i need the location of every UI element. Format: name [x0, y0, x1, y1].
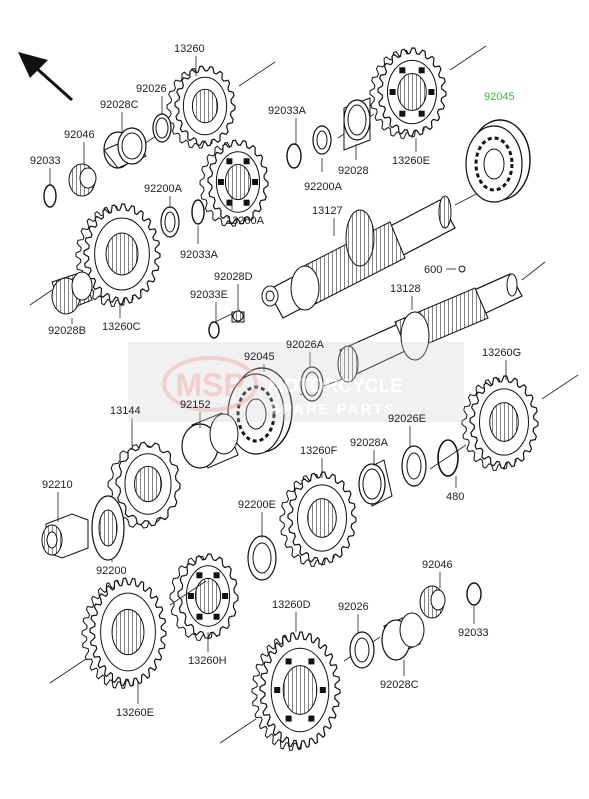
gear-13260A[interactable] [199, 139, 269, 227]
part-labels: 13260 92026 92028C 92046 92033 92033A 92… [30, 43, 521, 719]
label-13260F[interactable]: 13260F [300, 445, 338, 457]
label-92028C-bot[interactable]: 92028C [380, 679, 419, 691]
label-92045-top[interactable]: 92045 [484, 91, 515, 103]
label-92026-top[interactable]: 92026 [136, 83, 167, 95]
label-92028A[interactable]: 92028A [350, 437, 389, 449]
label-13260C[interactable]: 13260C [102, 321, 141, 333]
label-92033-top[interactable]: 92033 [30, 155, 61, 167]
label-92046-top[interactable]: 92046 [64, 129, 95, 141]
washer-92026-bot[interactable] [349, 631, 375, 669]
washer-92026E[interactable] [401, 445, 427, 487]
label-13260H[interactable]: 13260H [188, 655, 227, 667]
label-92033E[interactable]: 92033E [190, 289, 228, 301]
label-92026E[interactable]: 92026E [388, 413, 426, 425]
gear-13260E-top[interactable] [337, 45, 487, 139]
gear-13260H[interactable] [169, 553, 239, 641]
label-92033A-top[interactable]: 92033A [268, 105, 307, 117]
gear-13260E-bot[interactable] [49, 577, 207, 689]
label-92210[interactable]: 92210 [42, 479, 73, 491]
gear-13260F[interactable] [279, 471, 357, 567]
sleeve-92028D[interactable] [231, 310, 245, 323]
clip-92033E[interactable] [208, 321, 220, 339]
label-480[interactable]: 480 [446, 491, 464, 503]
ball-bearing-92045-top[interactable] [465, 119, 531, 203]
gear-13260-top[interactable] [134, 61, 276, 151]
needle-bearing-92046-top[interactable] [68, 163, 97, 197]
bushing-92028[interactable] [343, 97, 371, 151]
collar-92152[interactable] [181, 412, 239, 469]
shaft-13127[interactable] [214, 191, 481, 323]
gear-13144-sprocket[interactable] [107, 441, 181, 529]
label-92028[interactable]: 92028 [338, 165, 369, 177]
watermark-logo: MSP [175, 367, 244, 403]
circlip-480[interactable] [437, 439, 459, 477]
label-92033A-mid[interactable]: 92033A [180, 249, 219, 261]
label-13260D[interactable]: 13260D [272, 599, 311, 611]
clip-92033-top[interactable] [43, 184, 57, 208]
clip-92033-bot[interactable] [466, 582, 482, 606]
washer-92200E[interactable] [247, 535, 277, 581]
clip-92033A-top[interactable] [286, 143, 302, 169]
clip-92033A-mid[interactable] [191, 199, 205, 225]
bushing-92028A[interactable] [358, 459, 393, 507]
label-13260E-top[interactable]: 13260E [392, 155, 430, 167]
bushing-92028C-top[interactable] [103, 127, 147, 169]
washer-92200A-top[interactable] [312, 125, 332, 155]
label-92152[interactable]: 92152 [180, 399, 211, 411]
washer-92026A[interactable] [300, 366, 324, 402]
watermark-line2: SPARE PARTS [270, 401, 396, 418]
label-92028B[interactable]: 92028B [48, 325, 86, 337]
nut-92210[interactable] [41, 513, 89, 559]
label-92046-bot[interactable]: 92046 [422, 559, 453, 571]
washer-92026-top[interactable] [152, 113, 172, 143]
label-92026A[interactable]: 92026A [286, 339, 325, 351]
needle-bearing-92046-bot[interactable] [419, 585, 446, 619]
label-92028C-top[interactable]: 92028C [100, 99, 139, 111]
label-13260-top[interactable]: 13260 [174, 43, 205, 55]
label-13127[interactable]: 13127 [312, 205, 343, 217]
label-13260E-bot[interactable]: 13260E [116, 707, 154, 719]
gear-13260D[interactable] [219, 631, 381, 751]
label-92200A-mid[interactable]: 92200A [144, 183, 183, 195]
direction-arrow-icon [18, 52, 74, 102]
watermark-line1: MOTORCYCLE [268, 376, 403, 397]
gear-13260C[interactable] [75, 203, 161, 307]
label-92045-mid[interactable]: 92045 [244, 351, 275, 363]
label-13260G[interactable]: 13260G [482, 347, 521, 359]
label-13260A[interactable]: 13260A [226, 215, 265, 227]
label-92200[interactable]: 92200 [96, 565, 127, 577]
bushing-92028C-bot[interactable] [381, 612, 425, 661]
label-600[interactable]: 600 [424, 264, 442, 276]
gear-13260G[interactable] [429, 374, 579, 471]
label-92026-bot[interactable]: 92026 [338, 601, 369, 613]
leader-lines [49, 56, 507, 704]
ball-bearing-92045-mid[interactable] [227, 367, 293, 455]
label-92200A-top[interactable]: 92200A [304, 181, 343, 193]
needle-bearing-92028B[interactable] [29, 271, 93, 315]
washer-92200A-mid[interactable] [160, 206, 180, 238]
label-92028D[interactable]: 92028D [214, 271, 253, 283]
label-92033-bot[interactable]: 92033 [458, 627, 489, 639]
pin-600[interactable] [446, 265, 466, 273]
washer-92200[interactable] [91, 495, 125, 561]
label-13128[interactable]: 13128 [390, 283, 421, 295]
watermark: MSP MOTORCYCLE SPARE PARTS [128, 342, 464, 422]
label-13144[interactable]: 13144 [110, 405, 141, 417]
label-92200E[interactable]: 92200E [238, 499, 276, 511]
